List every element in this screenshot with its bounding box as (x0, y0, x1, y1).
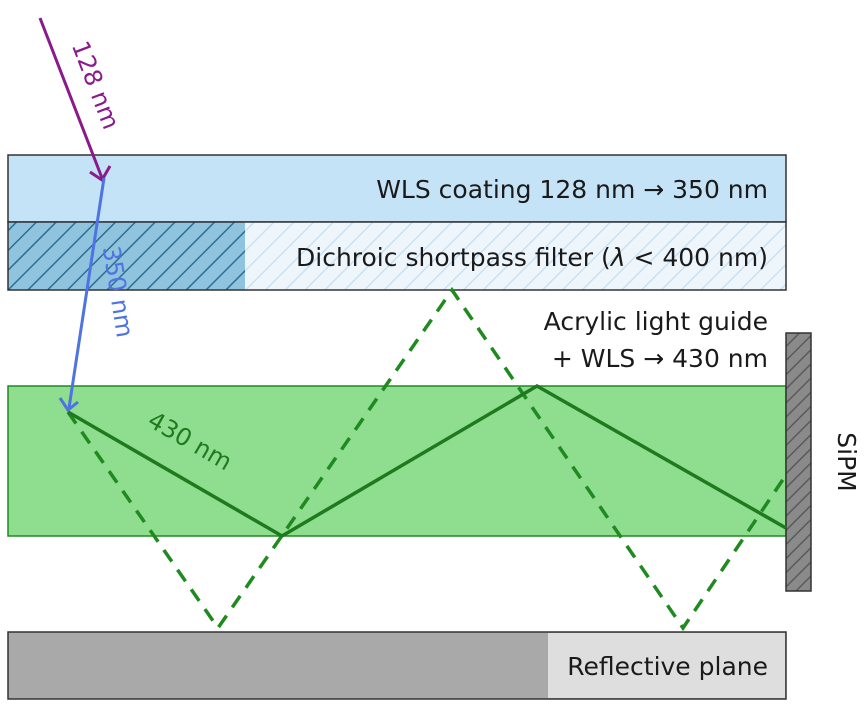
dichroic-filter-label: Dichroic shortpass filter (λ < 400 nm) (296, 243, 768, 272)
acrylic-label-line1: Acrylic light guide (544, 307, 768, 336)
wls-coating-layer (7, 154, 787, 223)
ray-128 (38, 17, 104, 179)
ray-350-arrowhead (58, 397, 79, 413)
ray-430-solid (67, 383, 787, 539)
dichroic-filter-outline (7, 221, 787, 291)
ray-128-label: 128 nm (66, 37, 125, 133)
ray-128-arrowhead (89, 165, 112, 183)
reflective-plane-label: Reflective plane (567, 652, 768, 681)
ray-430-dashed (66, 286, 788, 632)
reflective-plane-label-bg (548, 633, 785, 698)
dichroic-filter-hatched (8, 222, 245, 290)
ray-350 (67, 177, 106, 409)
wls-coating-label: WLS coating 128 nm → 350 nm (376, 175, 768, 204)
acrylic-label-line2: + WLS → 430 nm (552, 344, 768, 373)
sipm (785, 332, 812, 592)
sipm-label: SiPM (832, 432, 861, 491)
